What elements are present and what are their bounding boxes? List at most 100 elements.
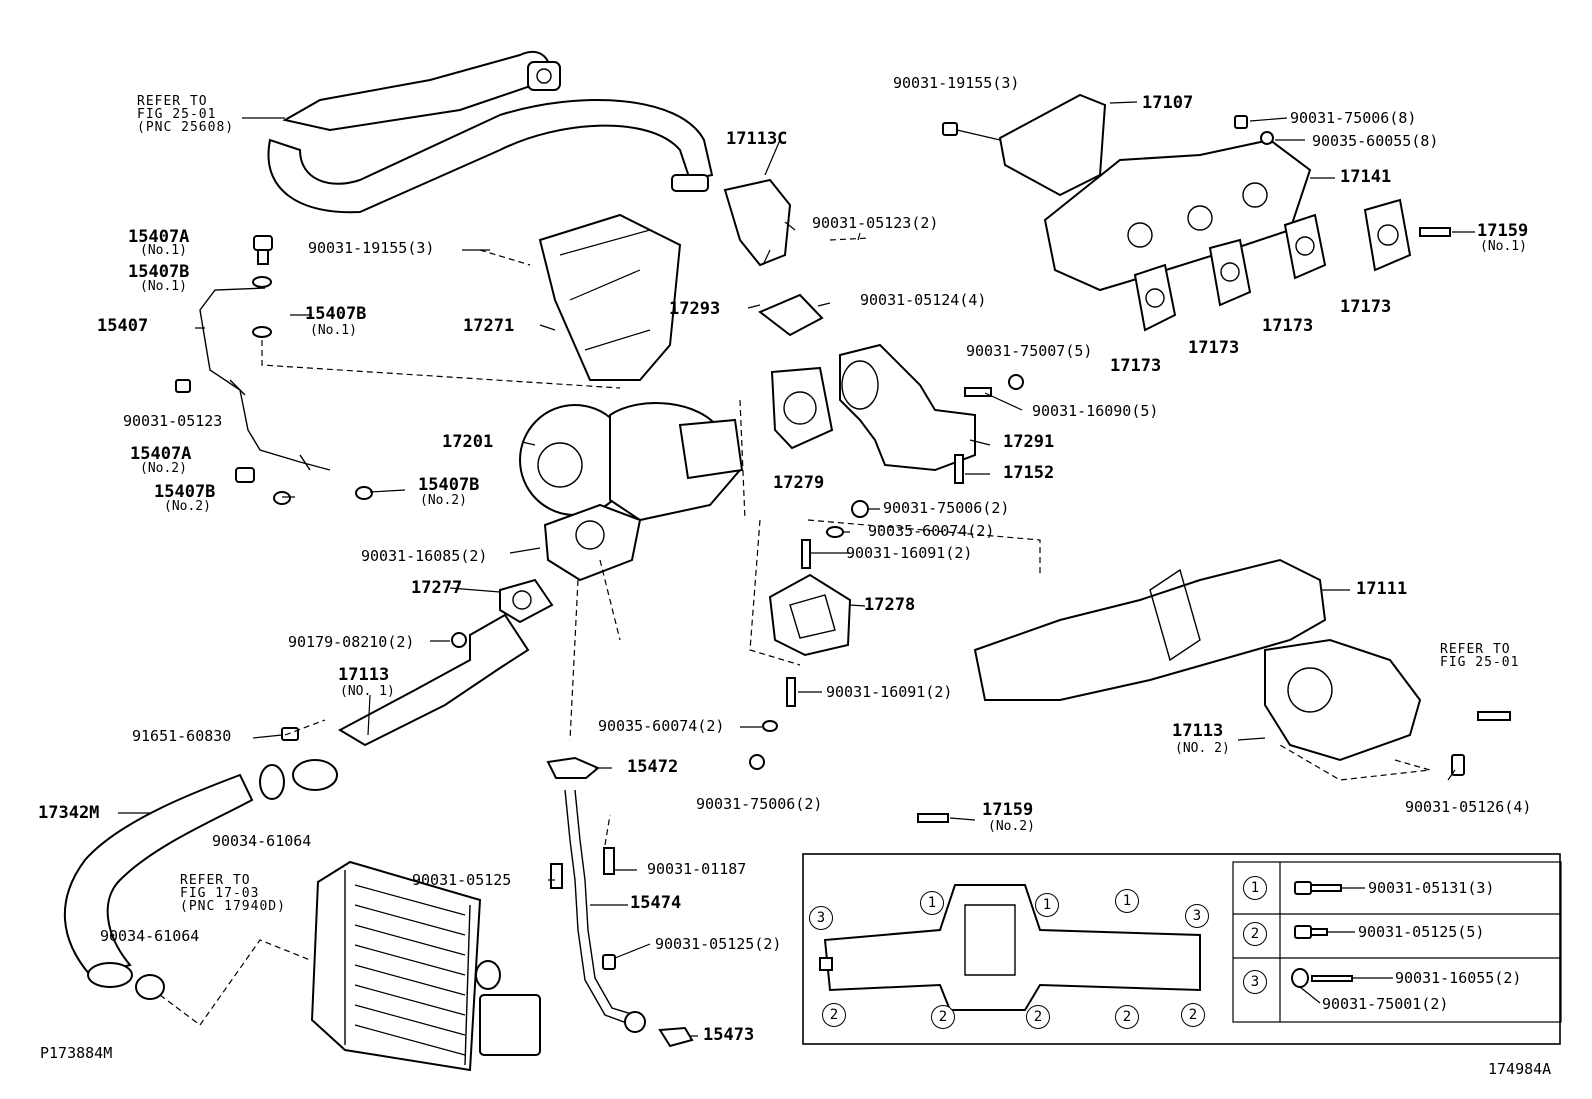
label-90031-01187: 90031-01187 (647, 860, 747, 878)
label-17159-no1-sub: (No.1) (1480, 239, 1527, 254)
label-91651-60830: 91651-60830 (132, 727, 232, 745)
label-15407B-1b-sub: (No.1) (310, 323, 357, 338)
washer-90035-60055 (1260, 131, 1274, 145)
pipe-flange-mid (671, 174, 709, 192)
gasket-17278 (768, 573, 852, 657)
label-17271: 17271 (463, 316, 515, 336)
gasket-17173a (1133, 263, 1177, 332)
label-90031-16090: 90031-16090(5) (1032, 402, 1159, 420)
gasket-15473 (658, 1026, 694, 1048)
stud-right (1477, 711, 1511, 721)
label-15407A-1-sub: (No.1) (140, 243, 187, 258)
legend-marker-1: 1 (1035, 893, 1059, 917)
label-17201: 17201 (442, 432, 494, 452)
label-17173c: 17173 (1262, 316, 1314, 336)
label-90031-16091b: 90031-16091(2) (826, 683, 953, 701)
label-90031-05125: 90031-05125 (412, 871, 512, 889)
nut-90031-75006-8 (1234, 115, 1248, 129)
nut-90031-75006b (749, 754, 765, 770)
ref-fig-17-03: REFER TO FIG 17-03 (PNC 17940D) (180, 873, 286, 914)
ref-fig-25-01-top: REFER TO FIG 25-01 (PNC 25608) (137, 94, 235, 135)
label-17107: 17107 (1142, 93, 1194, 113)
gasket-15472 (546, 756, 600, 779)
union-bolt-15407A-2 (235, 467, 255, 483)
label-90031-05123: 90031-05123 (123, 412, 223, 430)
label-17293: 17293 (669, 299, 721, 319)
label-90031-05123-2: 90031-05123(2) (812, 214, 939, 232)
label-15407B-1: 15407B (128, 262, 190, 282)
label-90031-05125-2: 90031-05125(2) (655, 935, 782, 953)
label-90031-19155-3a: 90031-19155(3) (308, 239, 435, 257)
label-90031-75006-8: 90031-75006(8) (1290, 109, 1417, 127)
bracket-17293 (758, 293, 824, 337)
label-15407B-1b: 15407B (305, 304, 367, 324)
label-17173d: 17173 (1340, 297, 1392, 317)
turbo-flange (678, 418, 744, 480)
label-15407B-2b-sub: (No.2) (420, 493, 467, 508)
pipe-17113-no1 (337, 613, 530, 747)
label-15407B-2b: 15407B (418, 475, 480, 495)
intercooler-bracket (479, 994, 541, 1056)
bracket-17107 (998, 93, 1107, 197)
washer-90035-60074a (826, 526, 844, 538)
insulator-17271 (538, 213, 682, 381)
legend-marker-2: 2 (1026, 1005, 1050, 1029)
label-90031-75006-2b: 90031-75006(2) (696, 795, 823, 813)
label-17173b: 17173 (1188, 338, 1240, 358)
intake-17113-no2 (1264, 638, 1422, 762)
intercooler (310, 860, 482, 1072)
bolt-91651-60830 (281, 727, 299, 741)
label-17342M: 17342M (38, 803, 100, 823)
stud-17159-2 (917, 813, 949, 823)
ref-fig-25-01-right: REFER TO FIG 25-01 (1440, 642, 1520, 670)
label-15474: 15474 (630, 893, 682, 913)
gasket-15407B-1 (252, 276, 272, 288)
bolt-90031-05123 (175, 379, 191, 393)
washer-90035-60074b (762, 720, 778, 732)
label-17279: 17279 (773, 473, 825, 493)
gasket-17173c (1283, 213, 1327, 280)
legend-box (802, 853, 1561, 1045)
label-174984a: 174984A (1488, 1060, 1552, 1078)
intake-manifold-17111 (973, 558, 1327, 701)
legend-marker-2: 2 (931, 1005, 955, 1029)
gasket-15407B-2 (273, 491, 291, 505)
label-15407A-2-sub: (No.2) (140, 461, 187, 476)
turbo-outlet (543, 503, 642, 582)
label-17113-no1-sub: (NO. 1) (340, 684, 395, 699)
legend-marker-2: 2 (822, 1003, 846, 1027)
pipe-15474 (564, 789, 633, 1026)
label-90035-60074b: 90035-60074(2) (598, 717, 725, 735)
legend-key-3: 3 (1243, 970, 1267, 994)
stud-90031-16090 (964, 387, 992, 397)
stud-90031-01187 (603, 847, 615, 875)
gasket-15407B-1b (252, 326, 272, 338)
clamp-90034-61064a (259, 764, 285, 800)
label-90035-60074a: 90035-60074(2) (868, 522, 995, 540)
legend-marker-1: 1 (1115, 889, 1139, 913)
label-17113-no1: 17113 (338, 665, 390, 685)
clamp-90034-61064b (135, 974, 165, 1000)
label-90034-61064b: 90034-61064 (100, 927, 200, 945)
label-90031-05126: 90031-05126(4) (1405, 798, 1532, 816)
label-90035-60055-8: 90035-60055(8) (1312, 132, 1439, 150)
label-15472: 15472 (627, 757, 679, 777)
label-17278: 17278 (864, 595, 916, 615)
bolt-90031-05125-2 (602, 954, 616, 970)
label-17111: 17111 (1356, 579, 1408, 599)
label-90031-75007: 90031-75007(5) (966, 342, 1093, 360)
legend-row-1-part: 90031-05131(3) (1368, 879, 1495, 897)
gasket-15407B-2b (355, 486, 373, 500)
label-17291: 17291 (1003, 432, 1055, 452)
legend-manifold-outline (823, 884, 1201, 1011)
pipe-flange-top (527, 61, 561, 91)
bolt-90031-19155b (942, 122, 958, 136)
hose-coupler (292, 759, 338, 791)
label-90031-16091a: 90031-16091(2) (846, 544, 973, 562)
gasket-17173b (1208, 238, 1252, 307)
stud-17152 (954, 454, 964, 484)
label-90031-05124: 90031-05124(4) (860, 291, 987, 309)
label-15407A-1: 15407A (128, 227, 190, 247)
label-90179-08210: 90179-08210(2) (288, 633, 415, 651)
